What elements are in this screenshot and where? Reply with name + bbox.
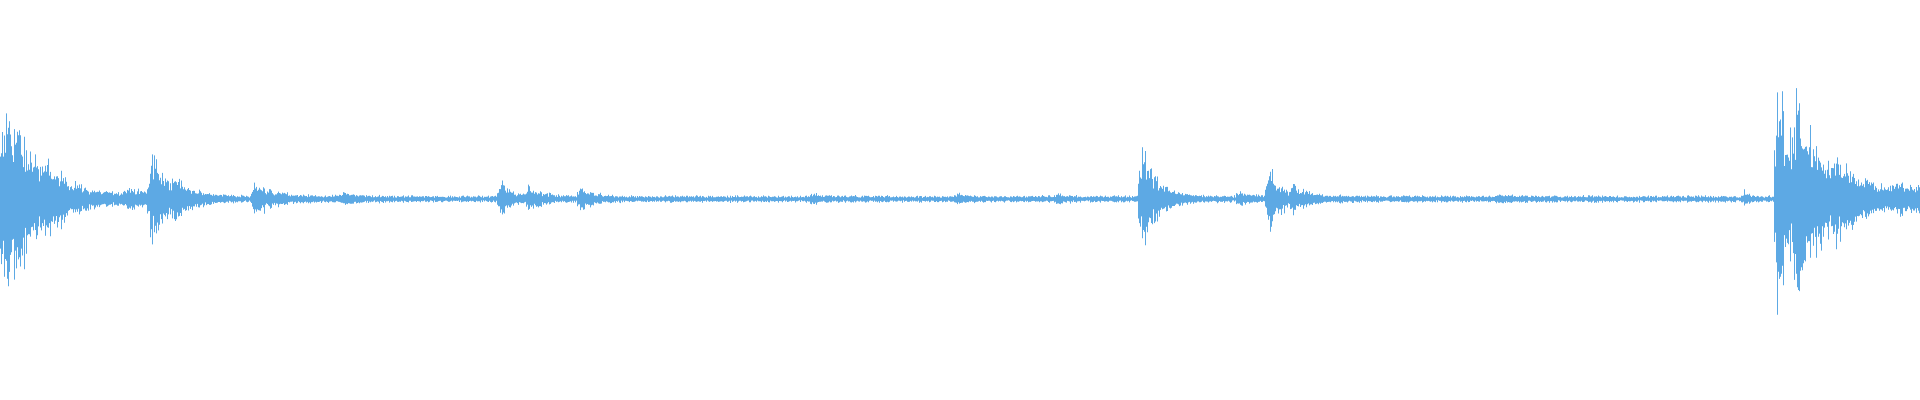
waveform-trace — [0, 88, 1920, 315]
